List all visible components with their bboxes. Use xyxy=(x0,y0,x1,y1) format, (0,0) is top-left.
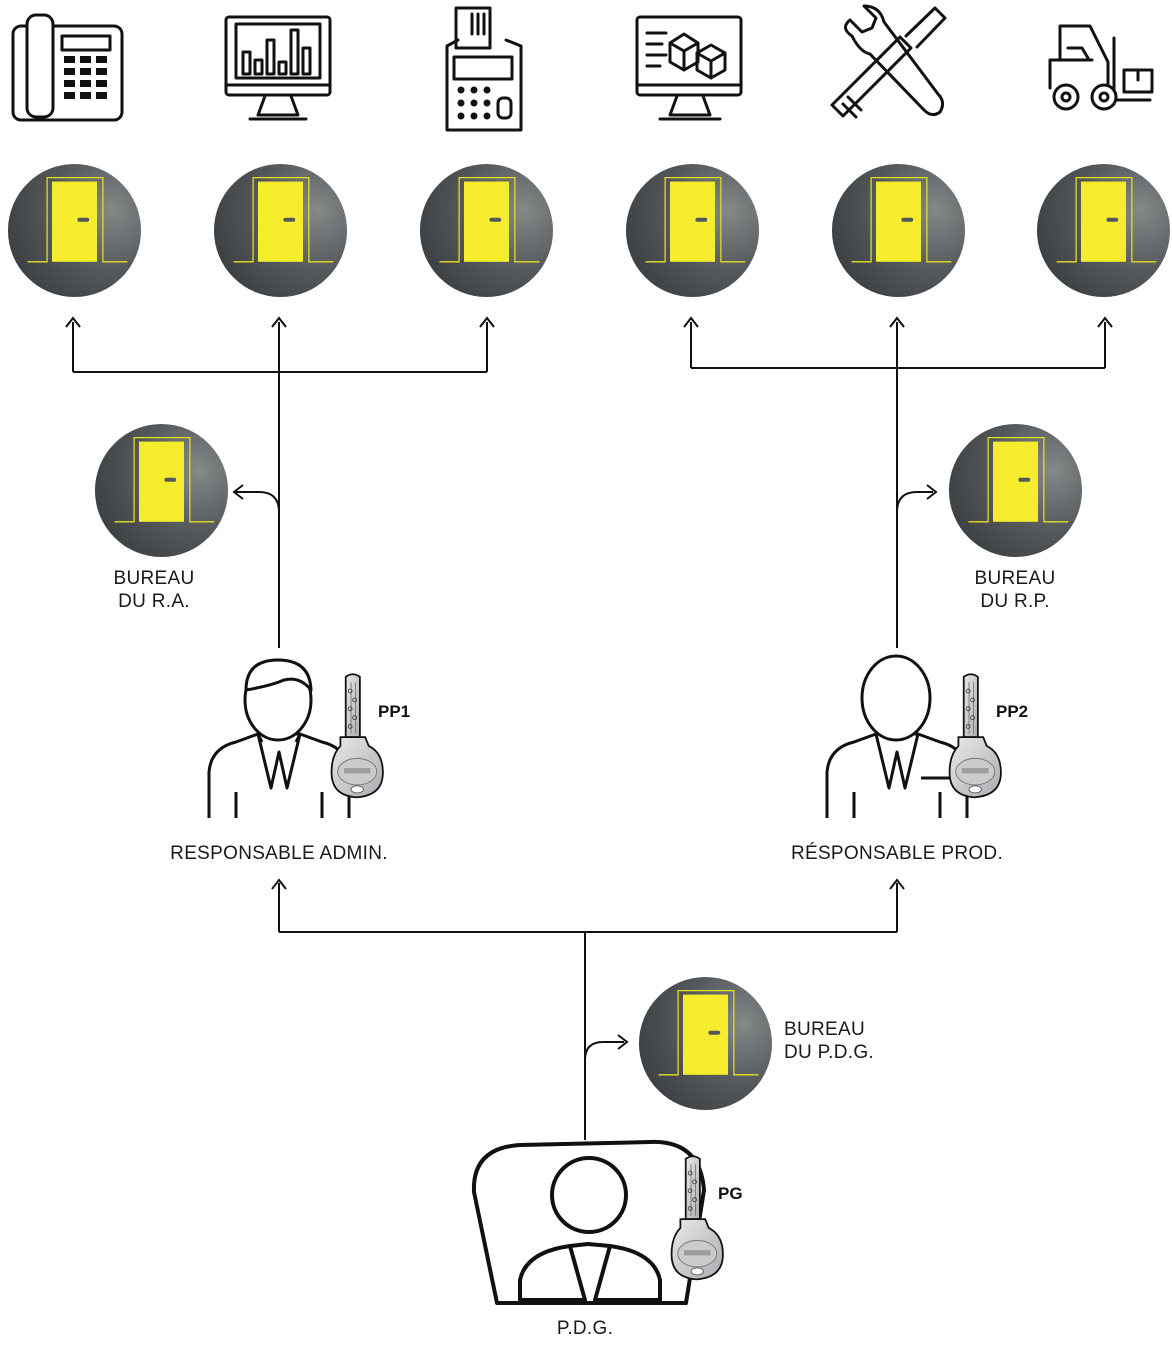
key-pp2-icon xyxy=(948,673,1002,799)
door-logistics-room xyxy=(625,163,760,298)
door-office-rp xyxy=(948,423,1083,558)
ceo-icon xyxy=(471,1139,706,1305)
office-rp-label: BUREAU DU R.P. xyxy=(955,567,1075,613)
office-ra-line2: DU R.A. xyxy=(118,591,190,612)
door-telephone-room xyxy=(7,163,142,298)
office-ra-line1: BUREAU xyxy=(113,568,195,589)
office-rp-line2: DU R.P. xyxy=(980,591,1050,612)
door-cashier-room xyxy=(419,163,554,298)
production-manager-icon xyxy=(825,654,969,818)
door-workshop-room xyxy=(831,163,966,298)
connector-lines xyxy=(72,322,1106,1140)
logistics-monitor-icon xyxy=(635,15,743,121)
key-pp1-label: PP1 xyxy=(378,702,411,721)
admin-manager-icon xyxy=(207,658,351,818)
door-office-ra xyxy=(94,423,229,558)
office-pdg-line1: BUREAU xyxy=(784,1019,865,1040)
admin-manager-label: RESPONSABLE ADMIN. xyxy=(170,843,388,864)
tools-icon xyxy=(830,4,947,119)
office-rp-line1: BUREAU xyxy=(974,568,1056,589)
arrowheads xyxy=(65,316,1113,1050)
key-pp2-label: PP2 xyxy=(996,702,1029,721)
door-office-pdg xyxy=(638,976,773,1111)
telephone-icon xyxy=(11,13,124,122)
key-pg-label: PG xyxy=(718,1184,743,1203)
key-pp1-icon xyxy=(330,673,384,799)
card-payment-terminal-icon xyxy=(445,6,523,132)
office-ra-label: BUREAU DU R.A. xyxy=(94,567,214,613)
office-pdg-label: BUREAU DU P.D.G. xyxy=(784,1018,934,1064)
door-warehouse-room xyxy=(1036,163,1171,298)
production-manager-label: RÉSPONSABLE PROD. xyxy=(790,843,1004,864)
door-sales-room xyxy=(213,163,348,298)
sales-chart-monitor-icon xyxy=(224,15,332,121)
ceo-label: P.D.G. xyxy=(556,1318,614,1339)
office-pdg-line2: DU P.D.G. xyxy=(784,1042,874,1063)
forklift-icon xyxy=(1048,24,1154,111)
